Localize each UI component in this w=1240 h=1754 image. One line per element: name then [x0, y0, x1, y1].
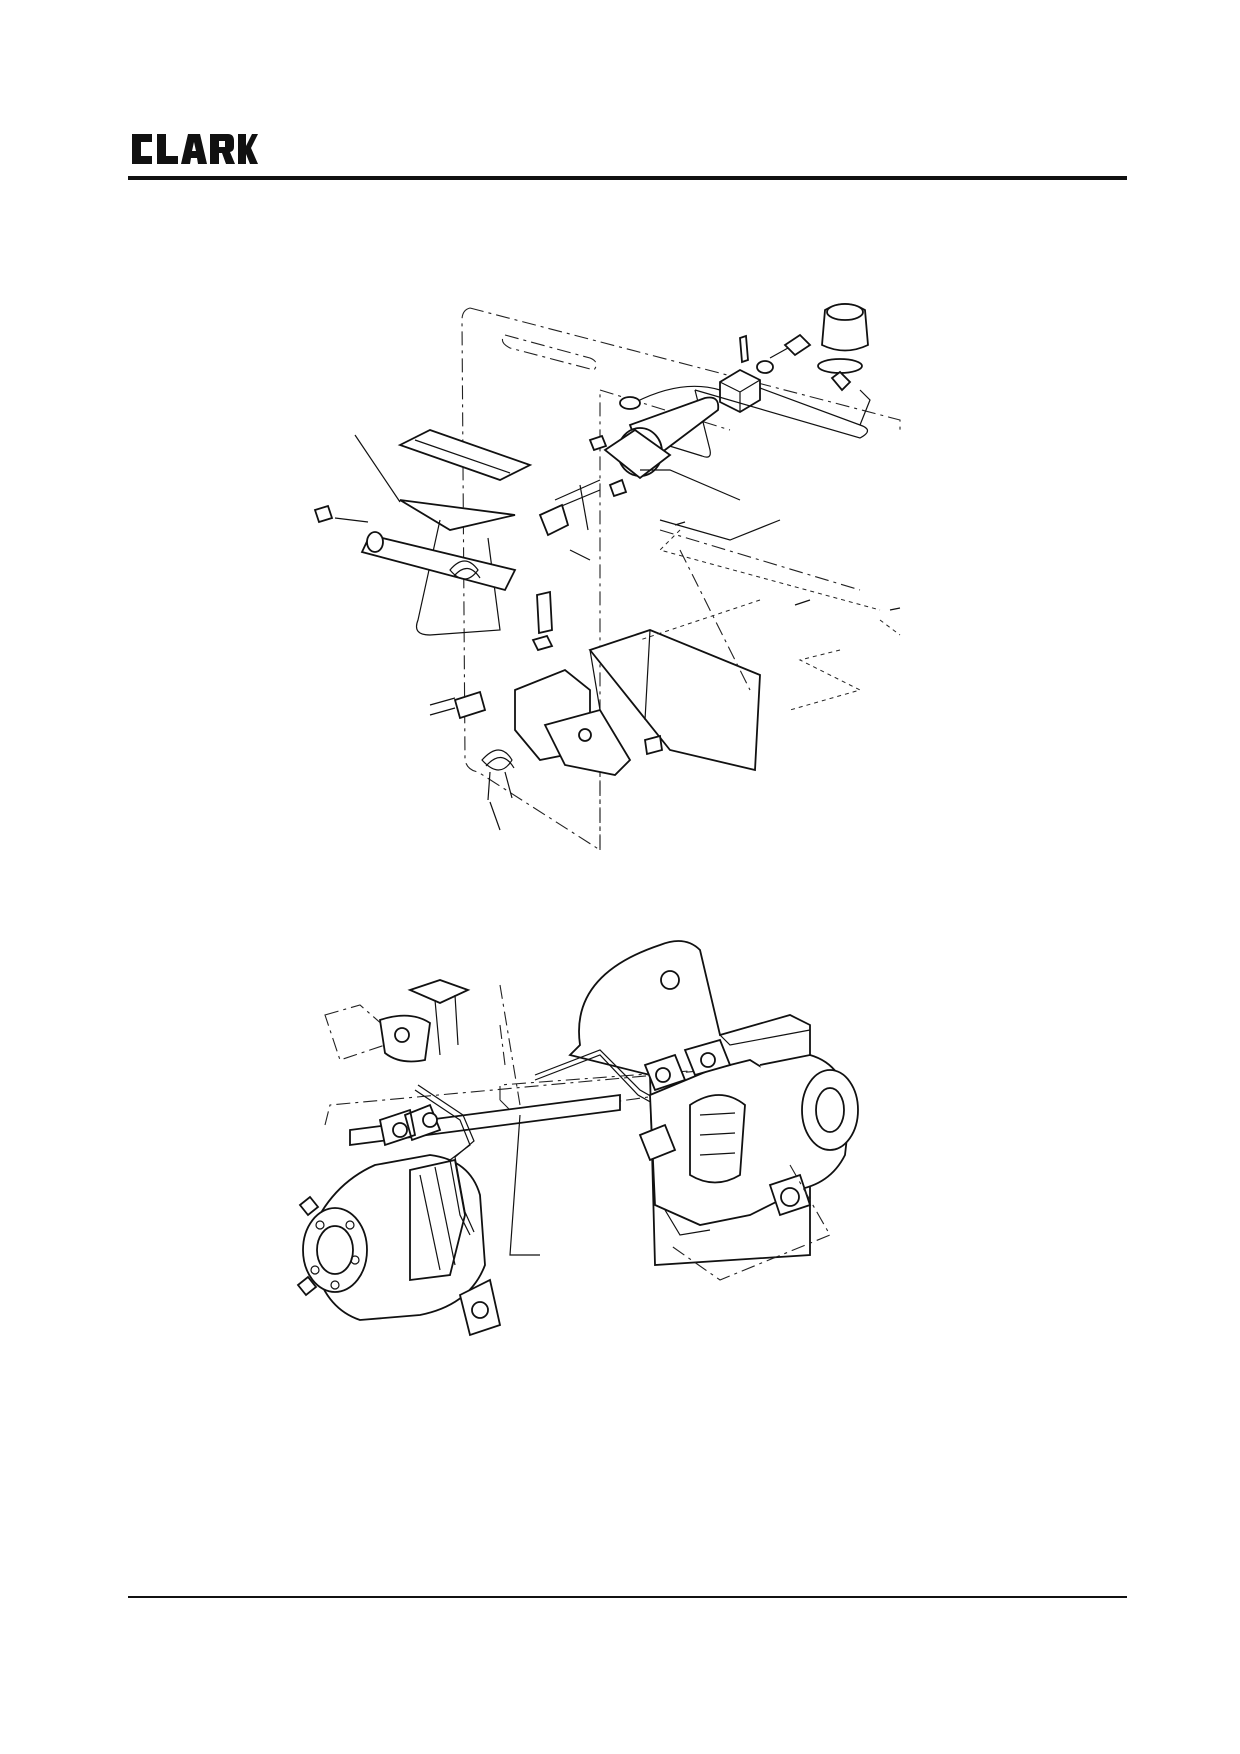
- axle-brake-line-figure: [290, 935, 960, 1465]
- clark-logo: [128, 128, 258, 170]
- clark-logo-icon: [132, 134, 258, 164]
- footer-rule: [128, 1596, 1127, 1598]
- pedal-master-cylinder-exploded-drawing-icon: [313, 303, 901, 852]
- header-rule: [128, 176, 1127, 180]
- pedal-master-cylinder-figure: [300, 290, 920, 860]
- axle-brake-line-assembly-drawing-icon: [296, 940, 859, 1337]
